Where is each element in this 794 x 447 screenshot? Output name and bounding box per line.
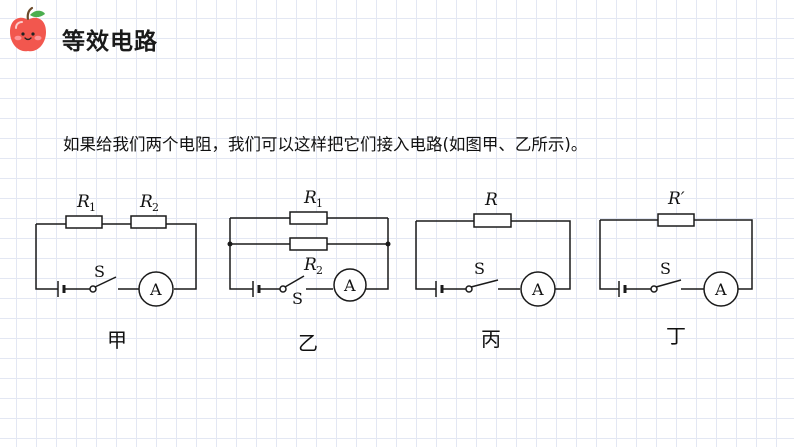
resistor-r2 xyxy=(289,237,328,251)
switch-label: S xyxy=(94,262,105,281)
switch-blade xyxy=(655,279,682,288)
switch-label: S xyxy=(474,259,485,278)
resistor-r xyxy=(473,213,512,228)
resistor-subscript: 2 xyxy=(316,264,323,277)
resistor-subscript: 1 xyxy=(89,201,96,214)
switch-blade xyxy=(284,275,305,288)
resistor-label: R xyxy=(484,190,498,210)
ammeter xyxy=(138,271,174,307)
switch-blade xyxy=(470,279,499,288)
junction-node-right xyxy=(385,241,391,247)
ammeter-label: A xyxy=(149,280,162,299)
ammeter-label: A xyxy=(343,276,356,295)
ammeter xyxy=(333,268,367,302)
apple-icon xyxy=(10,6,46,52)
junction-node-left xyxy=(227,241,233,247)
resistor-r1 xyxy=(289,211,328,225)
caption-ding: 丁 xyxy=(666,324,686,348)
resistor-label: R xyxy=(76,192,90,212)
resistor-r1 xyxy=(65,215,103,229)
switch-label: S xyxy=(292,289,303,308)
ammeter-label: A xyxy=(714,280,727,299)
switch-pivot xyxy=(465,285,473,293)
circuit-bing xyxy=(415,213,571,307)
page-title: 等效电路 xyxy=(62,29,158,55)
ammeter-label: A xyxy=(531,280,544,299)
resistor-subscript: 2 xyxy=(152,201,159,214)
resistor-r2 xyxy=(130,215,167,229)
resistor-r-prime xyxy=(657,213,695,227)
circuit-ding xyxy=(599,213,753,307)
resistor-label: R xyxy=(303,255,317,275)
resistor-subscript: 1 xyxy=(316,197,323,210)
switch-label: S xyxy=(660,259,671,278)
circuit-jia xyxy=(35,215,197,307)
ammeter xyxy=(703,271,739,307)
caption-yi: 乙 xyxy=(298,331,318,355)
resistor-label: R′ xyxy=(667,189,685,209)
switch-pivot xyxy=(89,285,97,293)
switch-pivot xyxy=(650,285,658,293)
ammeter xyxy=(520,271,556,307)
switch-blade xyxy=(94,276,117,288)
switch-pivot xyxy=(279,285,287,293)
caption-bing: 丙 xyxy=(481,327,501,351)
intro-paragraph: 如果给我们两个电阻，我们可以这样把它们接入电路(如图甲、乙所示)。 xyxy=(63,135,588,154)
resistor-label: R xyxy=(303,188,317,208)
resistor-label: R xyxy=(139,192,153,212)
caption-jia: 甲 xyxy=(107,328,127,352)
